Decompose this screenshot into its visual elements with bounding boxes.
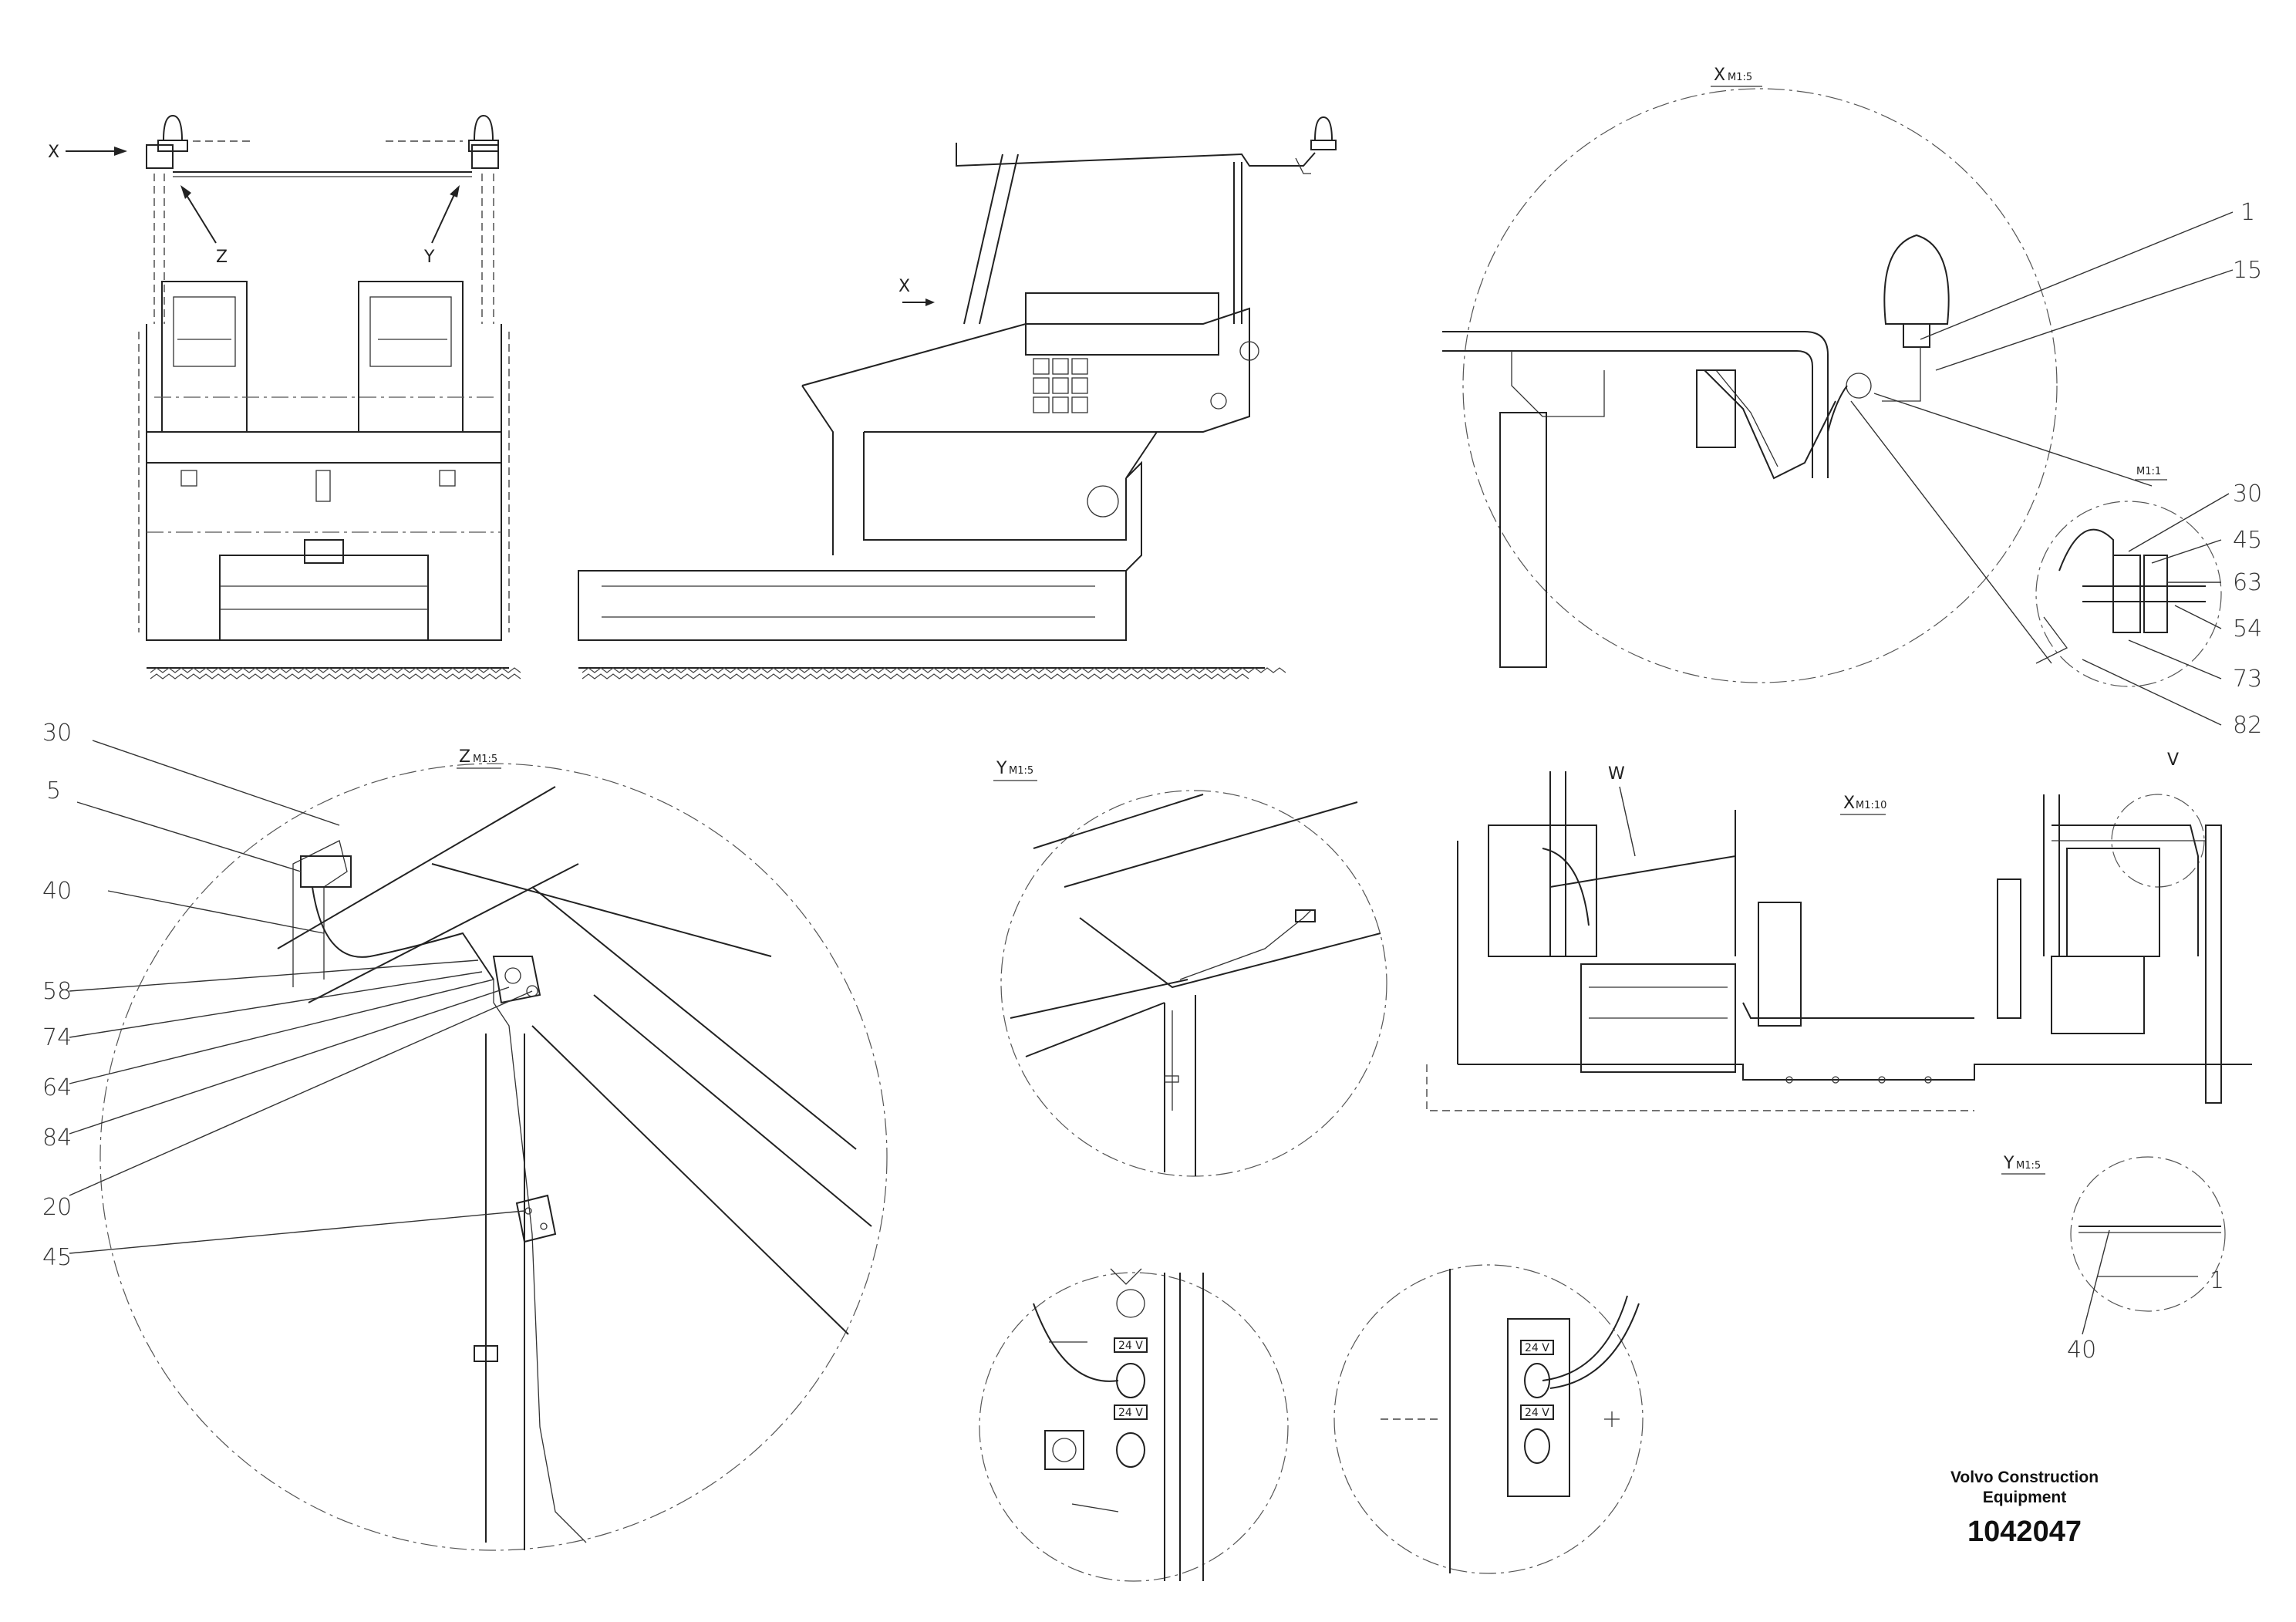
- detail-x-title: X: [1714, 66, 1725, 85]
- callout-58: 58: [42, 978, 72, 1005]
- detail-x-scale: M1:5: [1728, 72, 1752, 83]
- detail-z-scale: M1:5: [473, 754, 497, 765]
- detail-x10-scale: M1:10: [1856, 800, 1886, 811]
- callout-54: 54: [2233, 615, 2262, 642]
- callout-30-x: 30: [2233, 481, 2262, 508]
- detail-z-title: Z: [459, 747, 470, 767]
- detail-y-title: Y: [996, 759, 1007, 778]
- detail-z-view: Z M1:5 30 5 4: [42, 720, 888, 1551]
- callout-15: 15: [2233, 257, 2262, 284]
- detail-y-small-view: Y M1:5 40 1: [2001, 1154, 2226, 1364]
- callout-5: 5: [46, 777, 61, 804]
- brand-line-1: Volvo Construction: [1950, 1469, 2099, 1486]
- callout-73: 73: [2233, 666, 2262, 693]
- callout-64: 64: [42, 1074, 72, 1101]
- side-view: X: [578, 116, 1337, 679]
- bracket-plate-45: [515, 1194, 557, 1243]
- voltage-tag-1: 24 V: [1118, 1340, 1143, 1352]
- control-panel-grid: [1033, 358, 1088, 413]
- voltage-tag-4: 24 V: [1525, 1407, 1549, 1419]
- callout-1-y: 1: [2210, 1267, 2224, 1294]
- callout-40-y: 40: [2067, 1337, 2096, 1364]
- callout-74: 74: [42, 1024, 72, 1051]
- socket-detail-left: 24 V 24 V: [979, 1268, 1289, 1582]
- front-view: X Z Y: [48, 114, 521, 679]
- view-arrow-y-label: Y: [423, 248, 435, 267]
- callout-1: 1: [2240, 199, 2255, 226]
- detail-y-small-title: Y: [2003, 1154, 2014, 1173]
- ground-hatch-side: [582, 667, 1286, 679]
- detail-x10-view: X M1:10 W V: [1426, 750, 2252, 1111]
- view-arrow-x-label: X: [48, 143, 59, 162]
- view-arrow-z-label: Z: [216, 248, 228, 267]
- label-w: W: [1608, 764, 1625, 784]
- inset-m11-label: M1:1: [2136, 466, 2161, 477]
- brand-line-2: Equipment: [1983, 1489, 2067, 1506]
- callout-84: 84: [42, 1125, 72, 1152]
- voltage-tag-2: 24 V: [1118, 1407, 1143, 1419]
- title-block: Volvo Construction Equipment 1042047: [1950, 1469, 2099, 1548]
- beacon-lamp-right: [468, 114, 499, 152]
- callout-30-z: 30: [42, 720, 72, 747]
- callout-45-x: 45: [2233, 527, 2262, 554]
- callout-82: 82: [2233, 712, 2262, 739]
- detail-x-view: X M1:5 1 15 M1:1: [1442, 66, 2262, 739]
- voltage-tag-3: 24 V: [1525, 1342, 1549, 1354]
- callout-45-z: 45: [42, 1244, 72, 1271]
- ground-hatch-front: [150, 667, 521, 679]
- callout-63: 63: [2233, 569, 2262, 596]
- detail-y-scale: M1:5: [1009, 765, 1033, 777]
- beacon-lamp-detail: [1882, 234, 1950, 402]
- detail-y-view: Y M1:5: [993, 759, 1387, 1177]
- part-number: 1042047: [1967, 1516, 2082, 1548]
- detail-y-small-scale: M1:5: [2016, 1160, 2041, 1172]
- detail-x10-title: X: [1843, 794, 1855, 813]
- callout-20: 20: [42, 1194, 72, 1221]
- label-v: V: [2167, 750, 2179, 770]
- beacon-lamp-side: [1310, 116, 1337, 150]
- side-view-arrow-x-label: X: [899, 277, 910, 296]
- callout-40-z: 40: [42, 878, 72, 905]
- socket-detail-right: 24 V 24 V: [1333, 1264, 1644, 1574]
